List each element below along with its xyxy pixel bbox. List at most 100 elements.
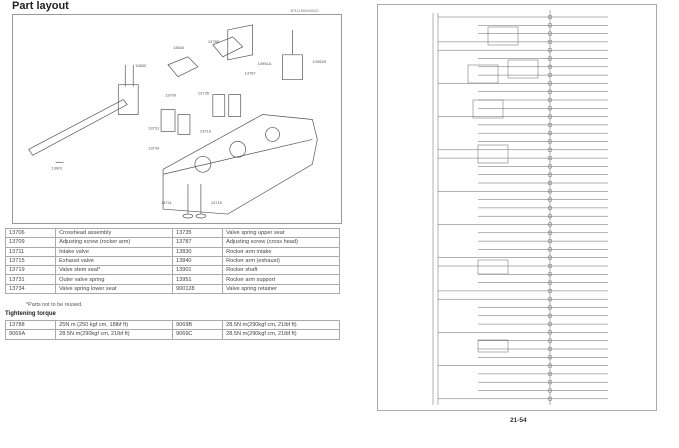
- connector-terminal: [547, 388, 553, 393]
- connector-terminal: [547, 122, 553, 128]
- connector-terminal: [547, 213, 553, 219]
- wiring-diagram: [377, 4, 657, 411]
- description-cell: Rocker shaft: [222, 265, 340, 276]
- description-cell: Valve spring lower seat: [55, 283, 173, 295]
- connector-terminal: [547, 139, 553, 144]
- connector-terminal: [547, 355, 553, 360]
- part-number-cell: 900128: [171, 283, 224, 295]
- connector-terminal: [547, 155, 553, 161]
- part-number-cell: 13719: [4, 265, 57, 276]
- connector-terminal: [547, 89, 553, 94]
- connector-terminal: [547, 114, 553, 119]
- connector-terminal: [547, 396, 553, 402]
- callout: 13731: [148, 125, 160, 130]
- part-number-cell: 13709: [4, 237, 57, 248]
- description-cell: Outer valve spring: [55, 274, 173, 285]
- description-cell: Exhaust valve: [55, 255, 173, 267]
- connector-terminal: [547, 39, 553, 45]
- part-number-cell: 13734: [4, 283, 57, 295]
- connector-terminal: [547, 305, 553, 310]
- callout: 13788: [208, 39, 220, 44]
- connector-terminal: [547, 205, 553, 211]
- connector-terminal: [547, 272, 553, 277]
- connector-terminal: [547, 330, 553, 335]
- callout: 13951B: [312, 59, 326, 64]
- part-number-cell: 13787: [171, 237, 224, 248]
- connector-terminal: [547, 371, 553, 377]
- connector-terminal: [547, 247, 553, 252]
- connector-terminal: [547, 321, 553, 327]
- connector-terminal: [547, 172, 553, 177]
- part-layout-diagram: 13788 13840 13830 13951A 13951B 13901 13…: [12, 14, 342, 224]
- callout: 13709: [165, 93, 177, 98]
- description-cell: 28.5N m(290kgf cm, 21lbf ft): [55, 329, 173, 340]
- connector-terminal: [547, 230, 553, 236]
- callout: 13951A: [258, 61, 272, 66]
- callout: 13840: [173, 45, 185, 50]
- connector-terminal: [547, 81, 553, 86]
- part-number-cell: 9069A: [4, 329, 57, 340]
- description-cell: Valve stem seal*: [55, 265, 173, 276]
- connector-terminal: [547, 31, 553, 36]
- connector-terminal: [547, 255, 553, 260]
- description-cell: Rocker arm support: [222, 274, 340, 285]
- connector-terminal: [547, 346, 553, 352]
- description-cell: Intake valve: [55, 246, 173, 257]
- connector-terminal: [547, 72, 553, 78]
- connector-terminal: [547, 238, 553, 244]
- part-number-cell: 13901: [171, 265, 224, 276]
- part-number-cell: 13706: [4, 227, 57, 239]
- connector-terminal: [547, 296, 553, 302]
- description-cell: Rocker arm intake: [222, 246, 340, 257]
- connector-terminal: [547, 379, 553, 385]
- connector-terminal: [547, 222, 553, 227]
- part-number-cell: 13951: [171, 274, 224, 285]
- part-number-cell: 13840: [171, 255, 224, 267]
- part-number-cell: 13830: [171, 246, 224, 257]
- callout: 13719: [200, 128, 212, 133]
- connector-terminal: [547, 363, 553, 368]
- description-cell: Rocker arm (exhaust): [222, 255, 340, 267]
- connector-terminal: [547, 23, 553, 28]
- footnote: *Parts not to be reused.: [26, 302, 83, 308]
- description-cell: Valve spring upper seat: [222, 227, 340, 239]
- description-cell: Adjusting screw (cross head): [222, 237, 340, 248]
- section-heading: Tightening torque: [5, 311, 56, 317]
- page-number: 21-54: [510, 417, 527, 424]
- connector-terminal: [547, 14, 553, 20]
- connector-terminal: [547, 180, 553, 186]
- connector-terminal: [547, 106, 553, 111]
- connector-terminal: [547, 164, 553, 169]
- callout: 13830: [135, 63, 147, 68]
- callout: 13734: [148, 145, 160, 150]
- connector-terminal: [547, 97, 553, 103]
- description-cell: Crosshead assembly: [55, 227, 173, 239]
- callout: 13735: [198, 91, 210, 96]
- page-title: Part layout: [12, 0, 69, 12]
- description-cell: Adjusting screw (rocker arm): [55, 237, 173, 248]
- callout: 13715: [211, 200, 223, 205]
- connector-terminal: [547, 47, 553, 53]
- description-cell: 28.5N m(290kgf cm, 21lbf ft): [222, 319, 340, 331]
- part-number-cell: 13715: [4, 255, 57, 267]
- connector-terminal: [547, 56, 553, 61]
- part-number-cell: 9069B: [171, 319, 224, 331]
- part-number-cell: 13788: [4, 319, 57, 331]
- connector-terminal: [547, 197, 553, 202]
- connector-terminal: [547, 288, 553, 294]
- connector-terminal: [547, 313, 553, 319]
- part-number-cell: 13731: [4, 274, 57, 285]
- description-cell: 25N m (250 kgf cm, 18lbf ft): [55, 319, 173, 331]
- callout: 13787: [245, 71, 256, 76]
- callout: 13901: [52, 165, 64, 170]
- connector-terminal: [547, 189, 553, 194]
